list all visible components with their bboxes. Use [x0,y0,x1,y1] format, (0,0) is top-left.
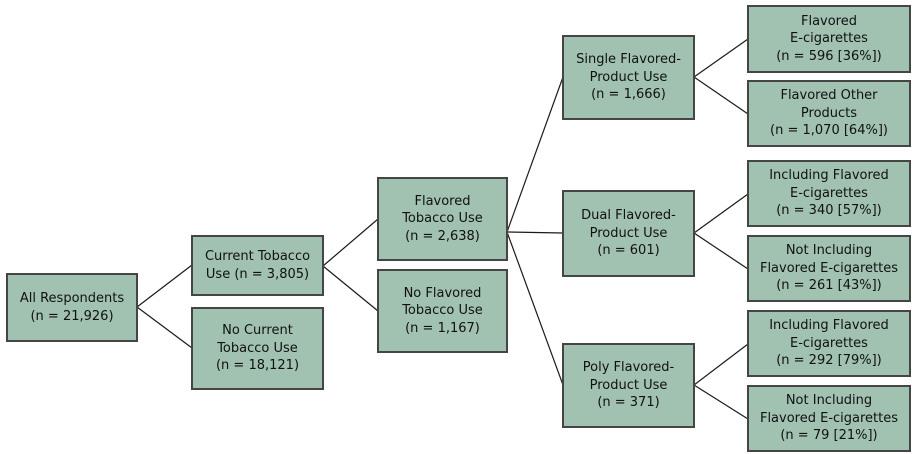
edge-current-to-no-flavored [322,265,379,312]
node-all-respondents: All Respondents (n = 21,926) [6,273,138,342]
node-poly-not-including-flavored-e-cigarettes: Not Including Flavored E-cigarettes (n =… [747,385,911,452]
edge-flavored-to-single [506,76,564,233]
node-flavored-e-cigarettes: Flavored E-cigarettes (n = 596 [36%]) [747,5,911,73]
edge-flavored-to-dual [506,231,564,234]
edge-flavored-to-poly [506,231,564,386]
node-dual-flavored-product-use: Dual Flavored- Product Use (n = 601) [562,190,695,277]
edge-all-to-current [136,264,193,308]
edge-dual-to-not-including [693,232,749,270]
edge-single-to-other [693,76,749,115]
edge-poly-to-not-including [693,384,749,420]
node-current-tobacco-use: Current Tobacco Use (n = 3,805) [191,235,324,296]
edge-current-to-flavored [322,218,379,267]
node-flavored-tobacco-use: Flavored Tobacco Use (n = 2,638) [377,177,508,261]
node-flavored-other-products: Flavored Other Products (n = 1,070 [64%]… [747,80,911,147]
node-poly-including-flavored-e-cigarettes: Including Flavored E-cigarettes (n = 292… [747,310,911,377]
node-dual-not-including-flavored-e-cigarettes: Not Including Flavored E-cigarettes (n =… [747,235,911,302]
node-no-flavored-tobacco-use: No Flavored Tobacco Use (n = 1,167) [377,269,508,353]
edge-poly-to-including [693,343,749,386]
node-dual-including-flavored-e-cigarettes: Including Flavored E-cigarettes (n = 340… [747,160,911,227]
node-poly-flavored-product-use: Poly Flavored- Product Use (n = 371) [562,343,695,428]
edge-single-to-ecig [693,38,749,78]
edge-dual-to-including [693,193,749,234]
node-single-flavored-product-use: Single Flavored- Product Use (n = 1,666) [562,35,695,120]
edge-all-to-no-current [136,306,193,349]
node-no-current-tobacco-use: No Current Tobacco Use (n = 18,121) [191,307,324,390]
